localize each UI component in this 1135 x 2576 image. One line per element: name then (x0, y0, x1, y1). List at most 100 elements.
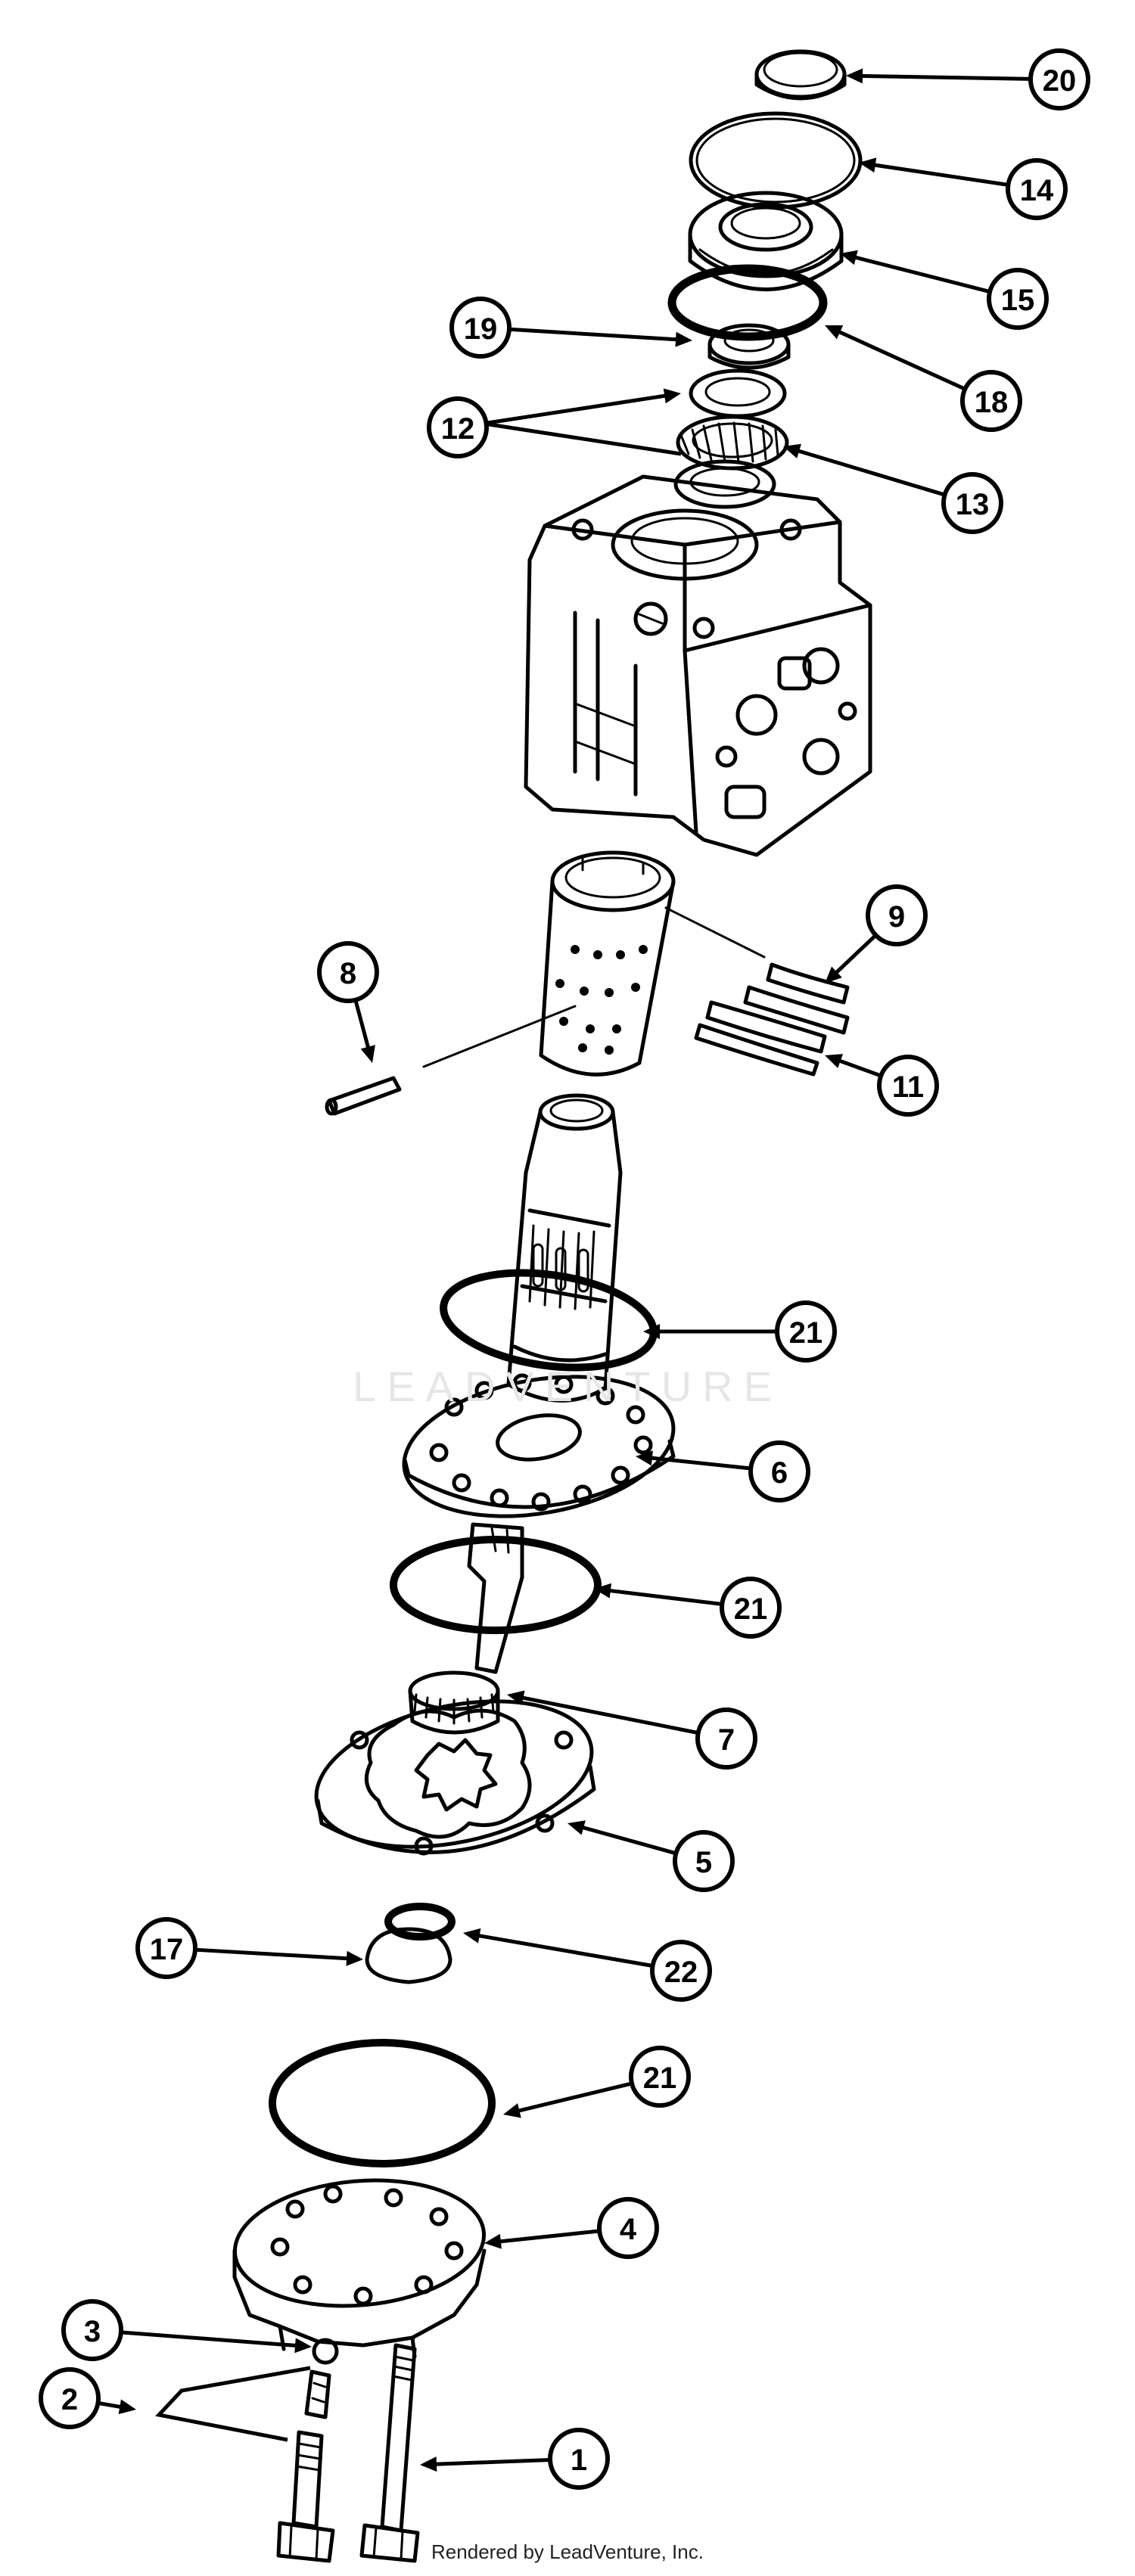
callout-label: 1 (571, 2444, 587, 2477)
callout-circle (449, 297, 512, 359)
callout-17: 17 (135, 1917, 363, 1979)
callout-leader (470, 1932, 653, 1968)
callout-leader (194, 1947, 356, 1961)
callout-leader (642, 1455, 751, 1471)
part-3-ball (312, 2338, 339, 2365)
callout-circle (39, 2367, 101, 2429)
callout-arrowhead (118, 2399, 136, 2415)
part-17-check-valve (365, 1927, 452, 1984)
callout-arrowhead (484, 2233, 502, 2249)
callout-14: 14 (859, 157, 1068, 220)
callout-arrowhead (420, 2456, 437, 2472)
footer-credit: Rendered by LeadVenture, Inc. (431, 2540, 704, 2563)
callout-label: 22 (664, 1956, 698, 1989)
callout-6: 6 (636, 1440, 810, 1502)
callout-19: 19 (449, 297, 692, 359)
callout-label: 15 (1001, 284, 1035, 317)
callout-circle (1006, 158, 1068, 220)
callout-arrowhead (783, 443, 801, 458)
callout-12-bracket (484, 421, 682, 456)
part-20-seal-ring (754, 49, 847, 101)
callout-leader (120, 2330, 305, 2348)
callout-label: 21 (734, 1593, 768, 1626)
callout-arrowhead (825, 325, 844, 340)
callout-circle (941, 472, 1003, 534)
callout-arrowhead (859, 157, 877, 173)
spool-sleeve (539, 850, 766, 1077)
callout-20: 20 (846, 48, 1090, 110)
callout-leader (427, 2457, 551, 2467)
callout-11: 11 (825, 1054, 939, 1117)
callout-arrowhead (463, 1928, 481, 1944)
part-5-gerotor-ring (314, 1699, 596, 1856)
callout-circle (987, 268, 1049, 330)
part-22-small-o-ring (384, 1903, 456, 1941)
callout-12: 12 (427, 388, 681, 458)
callout-arrowhead (643, 1324, 660, 1339)
callout-label: 9 (888, 900, 905, 934)
callout-21c: 21 (503, 2046, 691, 2118)
callout-label: 14 (1020, 174, 1054, 207)
callout-3: 3 (61, 2299, 312, 2361)
callout-2: 2 (39, 2367, 136, 2429)
callout-arrowhead (503, 2103, 521, 2118)
callout-arrowhead (636, 1450, 653, 1466)
callout-label: 21 (789, 1316, 823, 1350)
callout-circle (427, 396, 489, 458)
callout-leader (574, 1823, 677, 1856)
callout-circle (317, 941, 379, 1003)
part-19-bushing (707, 323, 791, 370)
callout-label: 13 (956, 488, 990, 521)
callout-leader (486, 393, 674, 425)
callout-leader (866, 162, 1009, 187)
callout-leader (353, 999, 372, 1056)
callout-leader (508, 327, 686, 342)
drive-shaft (467, 1522, 524, 1674)
callout-label: 21 (643, 2062, 677, 2095)
callout-arrowhead (663, 388, 681, 404)
callout-1: 1 (420, 2428, 610, 2490)
callout-7: 7 (507, 1690, 757, 1770)
callout-circle (960, 370, 1022, 432)
callout-arrowhead (675, 331, 692, 347)
part-21-o-ring-lower (269, 2039, 496, 2167)
spool (506, 1093, 623, 1403)
callout-circle (673, 1830, 735, 1892)
callout-leader (601, 1587, 723, 1606)
callout-arrowhead (594, 1583, 612, 1599)
callout-label: 18 (975, 386, 1009, 419)
callout-circle (135, 1917, 197, 1979)
callout-4: 4 (484, 2197, 659, 2259)
callout-circle (597, 2197, 659, 2259)
callout-label: 12 (441, 412, 475, 446)
part-6-spacer-plate (402, 1373, 676, 1518)
part-12-washer-upper (689, 368, 787, 418)
part-21-o-ring-middle (390, 1536, 602, 1634)
watermark: LEADVENTURE (353, 1363, 782, 1410)
callout-15: 15 (840, 250, 1049, 330)
callout-arrowhead (360, 1045, 375, 1063)
part-11-springs (694, 1000, 827, 1077)
callout-leader (789, 446, 946, 497)
callout-arrowhead (346, 1950, 363, 1966)
callout-circle (61, 2299, 123, 2361)
callout-label: 5 (695, 1846, 712, 1879)
part-9-springs (743, 962, 850, 1035)
callout-13: 13 (783, 443, 1003, 534)
part-18-o-ring (667, 264, 828, 341)
callout-label: 2 (61, 2383, 78, 2416)
callout-arrowhead (846, 68, 863, 84)
part-15-cap (688, 191, 844, 291)
callout-arrowhead (294, 2338, 312, 2354)
part-1-bolt (359, 2343, 420, 2563)
callout-arrowhead (840, 250, 858, 266)
part-4-end-cap (232, 2178, 487, 2359)
part-8-pin (325, 1005, 577, 1116)
callout-leader (853, 73, 1031, 81)
callout-22: 22 (463, 1928, 712, 2002)
callout-21b: 21 (594, 1577, 782, 1639)
callout-arrowhead (568, 1820, 586, 1835)
callout-leader (847, 253, 990, 294)
